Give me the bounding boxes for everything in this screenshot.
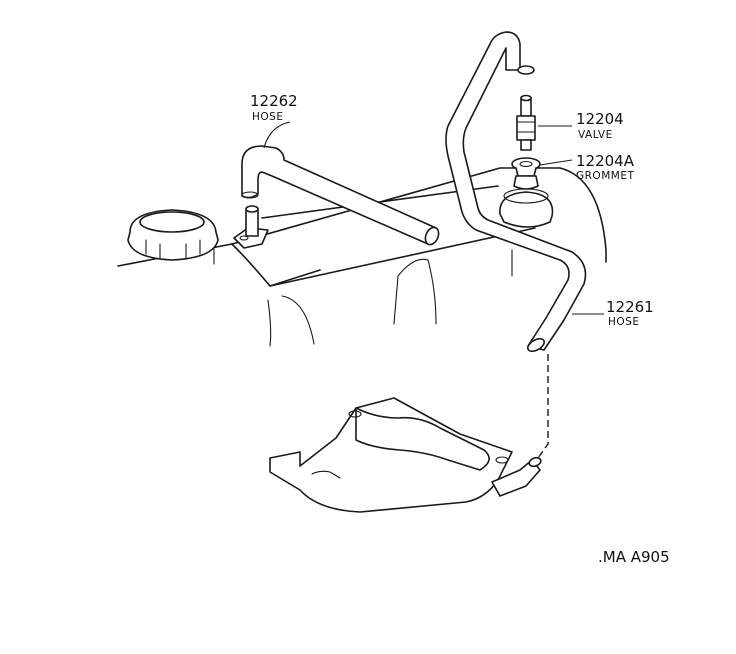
manifold-bolt-1 [348,410,362,418]
cover-rib-3 [397,258,437,325]
hose-12261 [445,31,587,353]
hose-12262-open-end [241,191,259,199]
cover-right-wall [559,167,607,263]
cover-left-wall [231,243,321,287]
callout-12204-number: 12204 [576,110,624,128]
cover-top-ridge [231,167,561,245]
callout-12262-name: HOSE [252,111,283,123]
breather-nipple [233,205,269,249]
intake-manifold-port [269,397,542,513]
cover-rib-1 [267,299,272,347]
valve-12204 [516,94,536,151]
valve-boss [499,191,554,228]
hose-12261-bottom-end [527,337,545,353]
connection-line [537,354,549,459]
manifold-pipe-end [528,456,542,468]
callout-12204-name: VALVE [578,129,613,141]
leader-12204A [539,159,573,166]
valve-body [516,115,536,141]
diagram-code: .MA A905 [598,548,670,566]
valve-body-bands [516,121,536,133]
leader-12262 [263,121,291,149]
valve-mount-boss [499,188,554,228]
hose-12262-end [424,226,440,246]
nipple-bolt [239,235,249,241]
manifold-bolt-2 [495,456,509,464]
cover-rib-4 [393,275,399,325]
callout-12204A-number: 12204A [576,152,635,170]
cylinder-head-cover [117,167,607,347]
oil-filler-cap [127,209,219,265]
cap-grip-ribs [145,239,201,259]
hose-12262 [241,145,440,246]
valve-tip-end [520,94,532,102]
cover-lower-ridge [269,227,536,287]
hose-12261-body [445,31,587,351]
callout-12204A-name: GROMMET [576,170,634,182]
hose-12261-top-end [517,65,535,75]
valve-stem [520,139,532,151]
manifold-flange [269,397,513,513]
manifold-opening [355,407,490,471]
manifold-lip [311,470,341,479]
cap-top [139,211,205,233]
callout-12261-number: 12261 [606,298,654,316]
callout-12262-number: 12262 [250,92,298,110]
nipple-tube [245,209,259,237]
grommet-12204A [511,157,541,190]
cover-rib-2 [281,295,315,345]
grommet-body [513,175,539,190]
grommet-hole [519,160,533,168]
nipple-tip [245,205,259,213]
grommet-neck [515,167,537,177]
callout-12261-name: HOSE [608,316,639,328]
manifold-pipe [491,459,541,497]
